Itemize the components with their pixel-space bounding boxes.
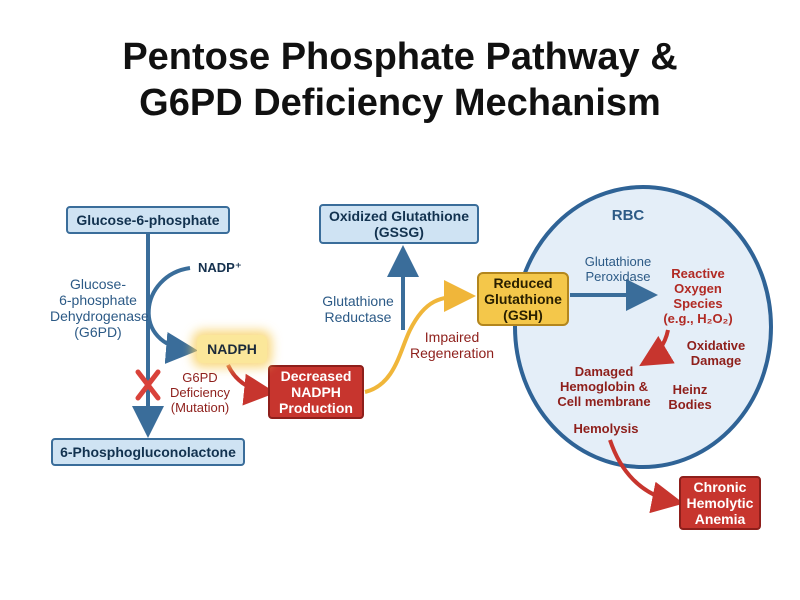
deficiency-label: G6PD Deficiency (Mutation) <box>160 370 240 415</box>
anemia-line-3: Anemia <box>694 511 746 527</box>
title-line-2: G6PD Deficiency Mechanism <box>139 82 661 124</box>
phosphogluconolactone-label: 6-Phosphogluconolactone <box>60 444 236 460</box>
peroxidase-line-2: Peroxidase <box>585 269 651 284</box>
gsh-box: Reduced Glutathione (GSH) <box>477 272 569 326</box>
gssg-line-2: (GSSG) <box>374 224 424 240</box>
oxidative-damage-arrow <box>639 329 675 367</box>
damaged-line-1: Damaged <box>574 364 634 379</box>
g6pd-line-1: Glucose- <box>69 276 127 292</box>
heinz-line-2: Bodies <box>668 397 712 412</box>
heinz-bodies-label: Heinz Bodies <box>662 382 718 412</box>
impaired-regeneration-arrow <box>364 280 476 394</box>
oxidative-line-2: Damage <box>690 353 742 368</box>
nadph-highlight: NADPH <box>197 335 267 363</box>
glucose-6-phosphate-box: Glucose-6-phosphate <box>66 206 230 234</box>
reductase-label: Glutathione Reductase <box>316 293 400 325</box>
gsh-line-2: Glutathione <box>484 291 562 307</box>
hemolysis-arrow <box>608 439 684 514</box>
ros-line-2: Oxygen <box>674 281 722 296</box>
damaged-line-3: Cell membrane <box>557 394 651 409</box>
decreased-line-3: Production <box>279 400 353 416</box>
nadph-to-decreased-arrow <box>226 364 276 406</box>
deficiency-line-3: (Mutation) <box>170 400 230 415</box>
decreased-line-1: Decreased <box>280 368 352 384</box>
nadph-label: NADPH <box>207 341 257 357</box>
g6pd-line-4: (G6PD) <box>74 324 122 340</box>
heinz-line-1: Heinz <box>672 382 708 397</box>
gsh-line-3: (GSH) <box>503 307 543 323</box>
page-title: Pentose Phosphate Pathway & G6PD Deficie… <box>0 34 800 126</box>
oxidative-damage-label: Oxidative Damage <box>680 338 752 368</box>
rbc-label: RBC <box>611 207 645 224</box>
deficiency-x-icon <box>135 369 161 401</box>
oxidative-line-1: Oxidative <box>686 338 746 353</box>
chronic-anemia-box: Chronic Hemolytic Anemia <box>679 476 761 530</box>
peroxidase-label: Glutathione Peroxidase <box>570 254 666 284</box>
nadp-label: NADP⁺ <box>198 260 242 275</box>
decreased-nadph-box: Decreased NADPH Production <box>268 365 364 419</box>
ros-label: Reactive Oxygen Species (e.g., H₂O₂) <box>656 266 740 326</box>
ros-line-4: (e.g., H₂O₂) <box>663 311 733 326</box>
phosphogluconolactone-box: 6-Phosphogluconolactone <box>51 438 245 466</box>
impaired-line-2: Regeneration <box>409 345 495 361</box>
peroxidase-line-1: Glutathione <box>584 254 652 269</box>
title-line-1: Pentose Phosphate Pathway & <box>122 36 678 78</box>
decreased-line-2: NADPH <box>291 384 341 400</box>
deficiency-line-2: Deficiency <box>170 385 230 400</box>
impaired-label: Impaired Regeneration <box>406 329 498 361</box>
g6pd-line-2: 6-phosphate <box>59 292 137 308</box>
deficiency-line-1: G6PD <box>182 370 218 385</box>
gssg-line-1: Oxidized Glutathione <box>328 208 469 224</box>
nadp-to-nadph-arrow <box>146 266 198 364</box>
anemia-line-2: Hemolytic <box>686 495 754 511</box>
hemolysis-label: Hemolysis <box>573 421 639 436</box>
ros-line-1: Reactive <box>671 266 725 281</box>
g6pd-line-3: Dehydrogenase <box>50 308 149 324</box>
ros-line-3: Species <box>673 296 723 311</box>
glucose-6-phosphate-label: Glucose-6-phosphate <box>76 212 220 228</box>
gsh-line-1: Reduced <box>493 275 553 291</box>
g6pd-enzyme-label: Glucose- 6-phosphate Dehydrogenase (G6PD… <box>50 276 149 340</box>
anemia-line-1: Chronic <box>693 479 747 495</box>
rbc-cell <box>513 185 773 469</box>
gssg-box: Oxidized Glutathione (GSSG) <box>319 204 479 244</box>
reductase-line-1: Glutathione <box>322 293 394 309</box>
damaged-hemoglobin-label: Damaged Hemoglobin & Cell membrane <box>546 364 662 409</box>
reductase-line-2: Reductase <box>324 309 392 325</box>
impaired-line-1: Impaired <box>424 329 480 345</box>
damaged-line-2: Hemoglobin & <box>559 379 649 394</box>
